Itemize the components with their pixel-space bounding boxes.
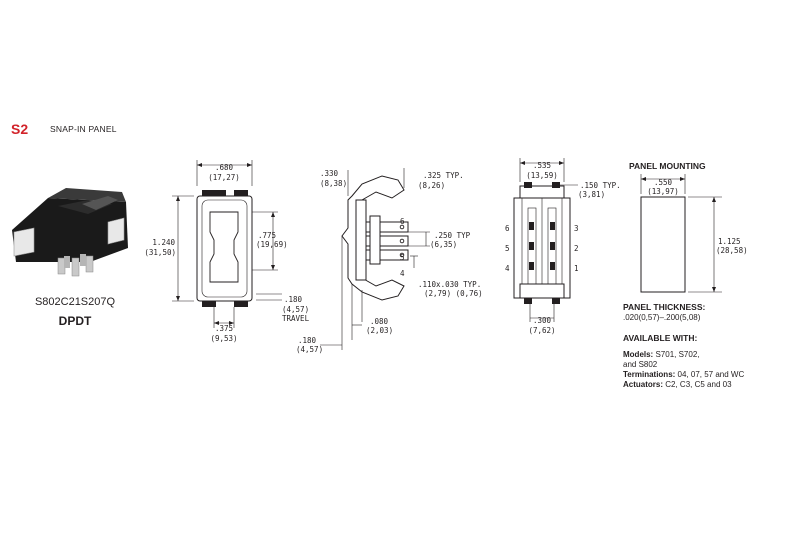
front-actuator-mm: (19,69)	[256, 240, 288, 249]
side-pin-4: 4	[400, 269, 405, 278]
available-with-title: AVAILABLE WITH:	[623, 333, 698, 343]
panel-mounting-title: PANEL MOUNTING	[629, 161, 706, 171]
section-code: S2	[11, 121, 29, 137]
side-top-offset-mm: (8,38)	[320, 179, 347, 188]
cutout-height-label: 1.125	[718, 237, 741, 246]
available-models-cont: and S802	[623, 360, 658, 369]
section-title: SNAP-IN PANEL	[50, 124, 117, 134]
panel-cutout-drawing	[640, 174, 722, 293]
switch-photo	[12, 188, 128, 277]
side-spacing-mm: (6,35)	[430, 240, 457, 249]
cutout-height-mm: (28,58)	[716, 246, 748, 255]
front-actuator-label: .775	[258, 231, 276, 240]
end-bottom-label: .300	[533, 316, 552, 325]
end-pin-2: 2	[574, 244, 579, 253]
end-right-mm: (3,81)	[578, 190, 605, 199]
side-bottom-b-label: .080	[370, 317, 389, 326]
side-pin-6: 6	[400, 217, 405, 226]
side-term-mm: (2,79) (0,76)	[424, 289, 483, 298]
end-top-label: .535	[533, 161, 551, 170]
end-right-label: .150 TYP.	[580, 181, 621, 190]
side-term-label: .110x.030 TYP.	[418, 280, 481, 289]
front-bottom-label: .375	[215, 324, 233, 333]
end-pin-6: 6	[505, 224, 510, 233]
side-typ1-label: .325 TYP.	[423, 171, 464, 180]
side-bottom-a-label: .180	[298, 336, 317, 345]
end-bottom-mm: (7,62)	[528, 326, 555, 335]
front-width-mm: (17,27)	[208, 173, 240, 182]
front-travel-label: .180	[284, 295, 303, 304]
side-view-drawing	[320, 168, 430, 350]
side-top-offset-label: .330	[320, 169, 339, 178]
side-spacing-label: .250 TYP	[434, 231, 471, 240]
front-width-label: .680	[215, 163, 234, 172]
front-bottom-mm: (9,53)	[210, 334, 237, 343]
cutout-width-mm: (13,97)	[647, 187, 679, 196]
panel-thickness-label: PANEL THICKNESS:	[623, 302, 706, 312]
model-number: S802C21S207Q	[34, 296, 116, 308]
front-height-label: 1.240	[152, 238, 175, 247]
panel-thickness-value: .020(0,57)–.200(5,08)	[623, 313, 701, 322]
end-pin-3: 3	[574, 224, 579, 233]
available-terminations: Terminations: 04, 07, 57 and WC	[623, 370, 745, 379]
side-typ1-mm: (8,26)	[418, 181, 445, 190]
end-top-mm: (13,59)	[526, 171, 558, 180]
side-pin-5: 5	[400, 253, 405, 262]
front-travel-text: TRAVEL	[282, 314, 310, 323]
end-pin-1: 1	[574, 264, 579, 273]
end-pin-4: 4	[505, 264, 510, 273]
available-actuators: Actuators: C2, C3, C5 and 03	[623, 380, 732, 389]
cutout-width-label: .550	[654, 178, 673, 187]
front-travel-mm: (4,57)	[282, 305, 309, 314]
end-pin-5: 5	[505, 244, 510, 253]
front-height-mm: (31,50)	[144, 248, 176, 257]
available-models: Models: S701, S702,	[623, 350, 700, 359]
circuit-type: DPDT	[58, 314, 92, 328]
side-bottom-b-mm: (2,03)	[366, 326, 393, 335]
front-view-drawing	[172, 160, 282, 328]
side-bottom-a-mm: (4,57)	[296, 345, 323, 354]
end-view-drawing	[513, 158, 578, 322]
